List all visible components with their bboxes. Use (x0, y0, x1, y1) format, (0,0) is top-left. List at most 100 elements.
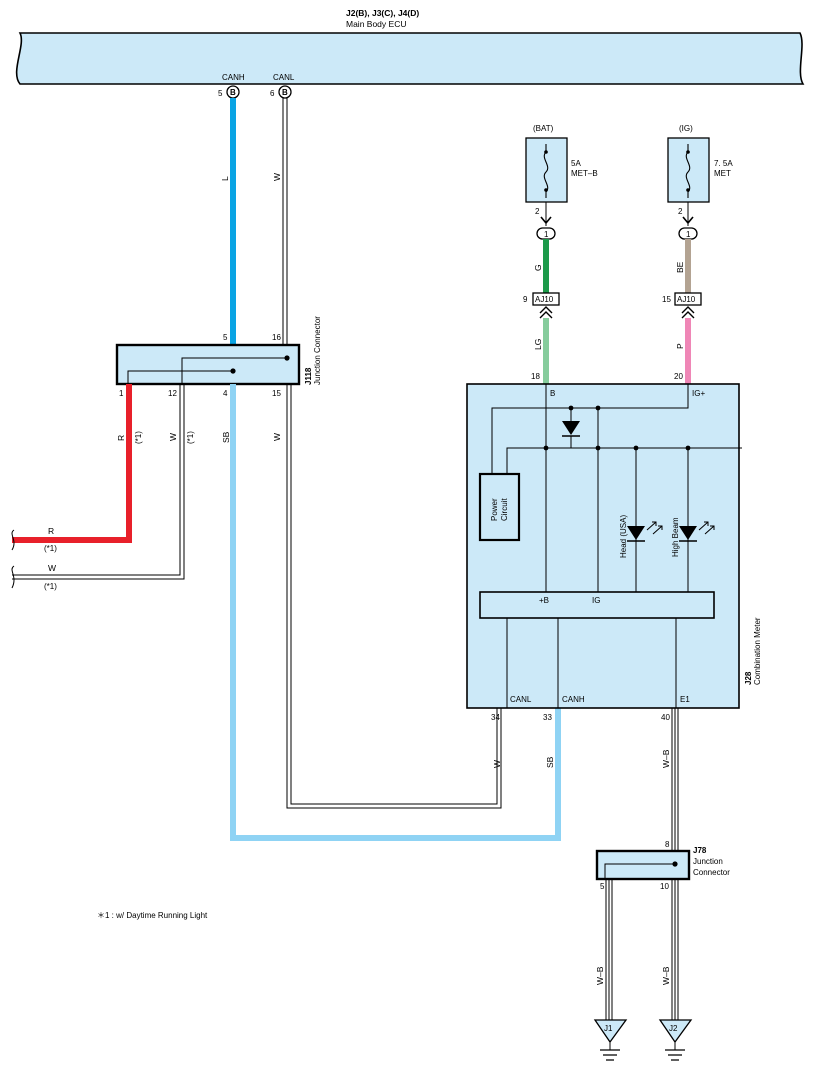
aj10-bat-box (532, 292, 560, 306)
j78-splice (672, 861, 678, 867)
ecu-pin-canh-number: 5 (218, 89, 223, 98)
fuse-ig-arrow (682, 216, 694, 225)
j28-node-b (595, 405, 601, 411)
j28-pin-18: 18 (531, 372, 540, 381)
j118-splice-b (230, 368, 236, 374)
wire-color-W-bottom: W (492, 760, 502, 768)
j78-internal (604, 863, 675, 879)
ecu-connectors-label: J2(B), J3(C), J4(D) (346, 8, 419, 18)
fuse-ig-source: (IG) (679, 124, 693, 133)
wire-color-R: R (116, 435, 126, 441)
j28-bus-ig: IG (592, 596, 600, 605)
fuse-bat-rating: 5A (571, 159, 581, 168)
j78-pin-10: 10 (660, 882, 669, 891)
j78-name-1: Junction (693, 857, 723, 866)
ecu-body (15, 32, 805, 85)
ground-j2-symbol (665, 1049, 685, 1061)
j28-pin-33: 33 (543, 713, 552, 722)
j28-label-e1: E1 (680, 695, 690, 704)
j118-id: J118 (304, 367, 313, 385)
fuse-ig-conn-pin: 1 (686, 230, 691, 239)
wire-color-WB-e1: W–B (661, 749, 671, 768)
wire-color-LG: LG (533, 339, 543, 350)
j28-power-circuit-line1: Power (490, 498, 499, 521)
fuse-ig-end-b (686, 188, 690, 192)
j28-label-igplus: IG+ (692, 389, 705, 398)
wire-sb (230, 384, 561, 841)
j118-pin-1: 1 (119, 389, 124, 398)
main-body-ecu: J2(B), J3(C), J4(D) Main Body ECU CANH 5… (15, 8, 805, 99)
ecu-pin-canl-conn: B (282, 88, 288, 97)
aj10-ig-label: AJ10 (677, 295, 696, 304)
aj10-ig-arrow (681, 306, 695, 319)
fuse-ig-rating: 7. 5A (714, 159, 733, 168)
j28-led-head-ray-tips (652, 521, 663, 530)
wire-white-break (11, 565, 15, 589)
j28-power-circuit (478, 472, 521, 542)
ecu-pin-canl-signal: CANL (273, 73, 295, 82)
j118-lower-wires: R (*1) R (*1) W (*1) W (*1) SB SB W W (11, 384, 561, 841)
j118-junction-connector: 5 16 1 12 4 15 J118 Junction Connector (115, 316, 322, 398)
fuse-ig-end-a (686, 150, 690, 154)
wire-red-break (11, 529, 15, 551)
ecu-pin-canl-number: 6 (270, 89, 275, 98)
wire-w-canl-a (286, 384, 502, 809)
fuse-ig-name: MET (714, 169, 731, 178)
wire-color-W-left: W (48, 563, 56, 573)
j78-junction-connector: 8 J78 Junction Connector 5 10 (595, 840, 730, 891)
j28-box (466, 383, 740, 709)
fuse-bat-end-b (544, 188, 548, 192)
wire-color-L: L (220, 176, 230, 181)
j28-led-high (679, 526, 697, 540)
wire-color-P: P (675, 343, 685, 349)
wire-color-G: G (533, 264, 543, 271)
ground-j1-label: J1 (604, 1024, 613, 1033)
fuse-bat-end-a (544, 150, 548, 154)
j78-pin-5: 5 (600, 882, 605, 891)
aj10-bat-pin: 9 (523, 295, 528, 304)
aj10-ig-box (674, 292, 702, 306)
ecu-to-j118-wires: L W (220, 98, 288, 345)
fuse-ig-pin: 2 (678, 207, 683, 216)
j28-pin-20: 20 (674, 372, 683, 381)
j28-bus-box (479, 591, 715, 619)
j118-pin-5: 5 (223, 333, 228, 342)
fuse-bat-name: MET–B (571, 169, 598, 178)
j28-label-canl: CANL (510, 695, 532, 704)
wire-w-canl-b (290, 384, 498, 805)
ground-j1-triangle (593, 1019, 628, 1044)
j118-pin-15: 15 (272, 389, 281, 398)
ground-j2-triangle (658, 1019, 693, 1044)
j118-internal-b (127, 370, 233, 384)
aj10-bat-arrow (539, 306, 553, 319)
wire-color-W-12: W (168, 433, 178, 441)
ground-j2: W–B J2 (658, 879, 693, 1061)
fuse-bat-pin: 2 (535, 207, 540, 216)
j118-pin-4: 4 (223, 389, 228, 398)
fuse-bat-source: (BAT) (533, 124, 554, 133)
wire-red (12, 384, 132, 543)
wire-white-left-a (12, 384, 181, 576)
fuse-bat-arrow (540, 216, 552, 225)
wire-color-SB-bottom: SB (545, 756, 555, 768)
wire-color-W-top: W (272, 173, 282, 181)
variant-footnote: ＊1 : w/ Daytime Running Light (97, 911, 208, 920)
j28-line-igplus (491, 384, 689, 474)
wire-color-BE: BE (675, 261, 685, 273)
fuse-bat-conn-pin: 1 (544, 230, 549, 239)
j118-splice-a (284, 355, 290, 361)
fuse-bat-element (543, 144, 549, 198)
j28-pin-34: 34 (491, 713, 500, 722)
j28-combination-meter: 18 20 B IG+ Power Circuit Head (USA) (466, 372, 762, 722)
wire-white-left-b (12, 384, 185, 580)
aj10-ig-pin: 15 (662, 295, 671, 304)
j28-led-head-rays (646, 521, 663, 535)
j28-label-b: B (550, 389, 555, 398)
wire-color-WB-j1: W–B (595, 966, 605, 985)
ecu-pin-canl-connector (278, 85, 292, 99)
aj10-bat-label: AJ10 (535, 295, 554, 304)
wire-r-variant: (*1) (134, 431, 143, 444)
j28-led-high-ray-tips (704, 521, 715, 530)
ground-j1: W–B J1 (593, 879, 628, 1061)
